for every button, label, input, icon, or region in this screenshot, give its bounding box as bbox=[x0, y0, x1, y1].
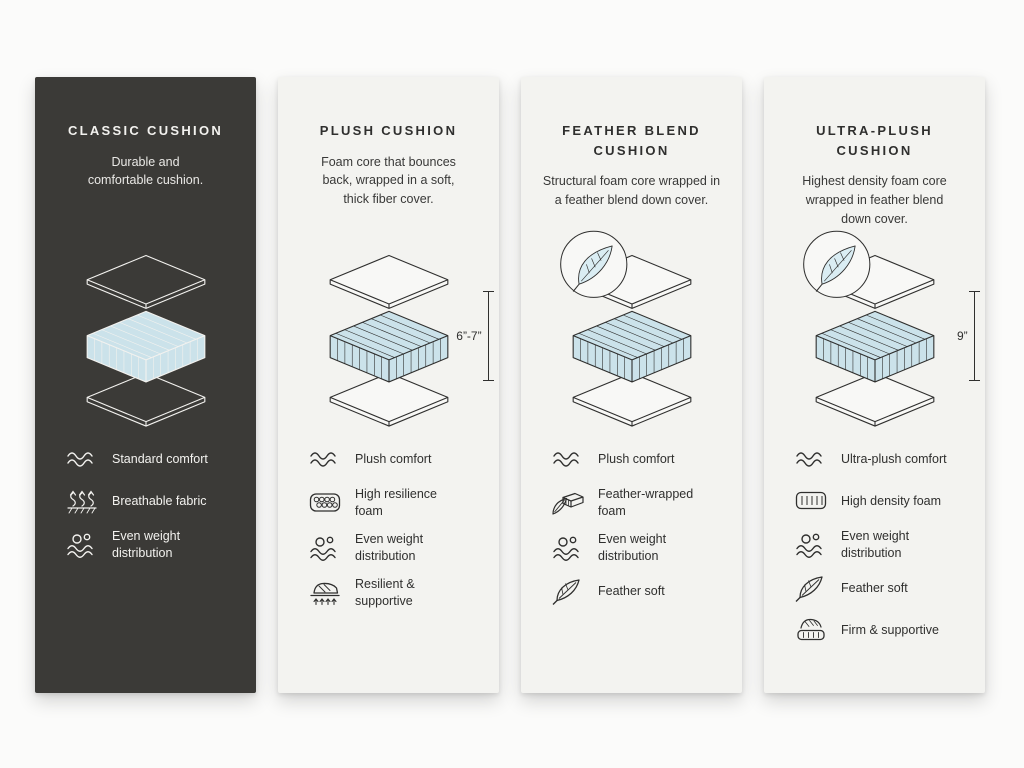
feather-wrapped-foam-icon bbox=[549, 489, 587, 517]
feather-icon bbox=[549, 577, 587, 605]
cushion-illustration: 6”-7” bbox=[278, 229, 499, 429]
card-title: FEATHER BLEND CUSHION bbox=[562, 123, 701, 158]
card-ultra-plush-cushion: ULTRA-PLUSH CUSHION Highest density foam… bbox=[764, 77, 985, 693]
wave-icon bbox=[306, 445, 344, 473]
feather-badge-icon bbox=[802, 230, 870, 298]
feature-row: Feather soft bbox=[549, 576, 738, 606]
feature-list: Standard comfort Breathable fabric Even … bbox=[63, 444, 252, 573]
card-feather-blend-cushion: FEATHER BLEND CUSHION Structural foam co… bbox=[521, 77, 742, 693]
even-weight-icon bbox=[792, 531, 830, 559]
feather-badge-icon bbox=[559, 230, 627, 298]
card-description: Foam core that bounces back, wrapped in … bbox=[321, 154, 456, 207]
wave-icon bbox=[549, 445, 587, 473]
feature-label: Breathable fabric bbox=[112, 493, 207, 508]
high-density-foam-icon bbox=[792, 487, 830, 515]
card-title: ULTRA-PLUSH CUSHION bbox=[816, 123, 933, 158]
card-description: Highest density foam core wrapped in fea… bbox=[802, 174, 947, 226]
card-title: CLASSIC CUSHION bbox=[67, 123, 224, 138]
feature-row: Breathable fabric bbox=[63, 486, 252, 516]
dimension-label: 6”-7” bbox=[456, 329, 482, 343]
feature-label: Standard comfort bbox=[112, 451, 208, 466]
feature-row: Even weight distribution bbox=[792, 528, 981, 561]
feature-label: High density foam bbox=[841, 493, 942, 508]
dimension-label: 9” bbox=[956, 329, 968, 343]
feature-row: High resilience foam bbox=[306, 486, 495, 519]
dimension-line bbox=[480, 291, 497, 382]
wave-icon bbox=[63, 445, 101, 473]
cushion-layers-diagram bbox=[559, 230, 691, 427]
feature-label: High resilience foam bbox=[355, 487, 437, 518]
feature-row: Even weight distribution bbox=[63, 528, 252, 561]
card-title: PLUSH CUSHION bbox=[319, 123, 458, 138]
feature-row: Resilient & supportive bbox=[306, 576, 495, 609]
cushion-illustration: 9” bbox=[764, 229, 985, 429]
feather-icon bbox=[792, 574, 830, 602]
feature-label: Even weight distribution bbox=[841, 529, 910, 560]
even-weight-icon bbox=[63, 531, 101, 559]
firm-supportive-icon bbox=[792, 616, 830, 644]
feature-row: Feather-wrapped foam bbox=[549, 486, 738, 519]
feature-label: Even weight distribution bbox=[112, 529, 181, 560]
feature-label: Ultra-plush comfort bbox=[841, 451, 947, 466]
resilient-icon bbox=[306, 579, 344, 607]
card-plush-cushion: PLUSH CUSHION Foam core that bounces bac… bbox=[278, 77, 499, 693]
breathable-fabric-icon bbox=[63, 487, 101, 515]
cushion-layers-diagram bbox=[329, 254, 448, 427]
feature-label: Even weight distribution bbox=[598, 532, 667, 563]
feature-label: Firm & supportive bbox=[841, 622, 939, 637]
even-weight-icon bbox=[306, 534, 344, 562]
feature-label: Even weight distribution bbox=[355, 532, 424, 563]
feature-list: Plush comfort Feather-wrapped foam Even … bbox=[549, 444, 738, 618]
feature-label: Feather soft bbox=[598, 583, 665, 598]
feature-row: Even weight distribution bbox=[306, 531, 495, 564]
honeycomb-foam-icon bbox=[306, 489, 344, 517]
dimension-line bbox=[966, 291, 983, 382]
feature-label: Feather-wrapped foam bbox=[598, 487, 694, 518]
feature-label: Plush comfort bbox=[598, 451, 675, 466]
feature-label: Plush comfort bbox=[355, 451, 432, 466]
feature-row: Firm & supportive bbox=[792, 615, 981, 645]
card-description: Structural foam core wrapped in a feathe… bbox=[542, 174, 721, 207]
feature-row: Plush comfort bbox=[549, 444, 738, 474]
cushion-illustration bbox=[35, 229, 256, 429]
height-dimension: 9” bbox=[956, 291, 983, 382]
cushion-layers-diagram bbox=[86, 254, 205, 427]
feature-list: Ultra-plush comfort High density foam Ev… bbox=[792, 444, 981, 657]
card-classic-cushion: CLASSIC CUSHION Durable and comfortable … bbox=[35, 77, 256, 693]
feature-row: Feather soft bbox=[792, 573, 981, 603]
card-description: Durable and comfortable cushion. bbox=[87, 154, 204, 188]
height-dimension: 6”-7” bbox=[456, 291, 497, 382]
feature-row: Standard comfort bbox=[63, 444, 252, 474]
even-weight-icon bbox=[549, 534, 587, 562]
feature-row: High density foam bbox=[792, 486, 981, 516]
cushion-illustration bbox=[521, 229, 742, 429]
cushion-layers-diagram bbox=[802, 230, 934, 427]
feature-label: Feather soft bbox=[841, 580, 908, 595]
feature-label: Resilient & supportive bbox=[355, 577, 415, 608]
feature-row: Plush comfort bbox=[306, 444, 495, 474]
wave-icon bbox=[792, 445, 830, 473]
feature-row: Even weight distribution bbox=[549, 531, 738, 564]
feature-row: Ultra-plush comfort bbox=[792, 444, 981, 474]
feature-list: Plush comfort High resilience foam Even … bbox=[306, 444, 495, 621]
